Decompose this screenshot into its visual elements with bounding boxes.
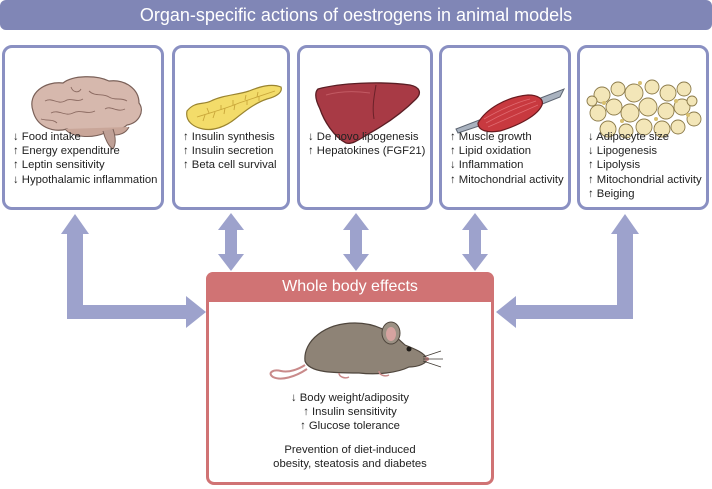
adipose-effect: ↑ Lipolysis (588, 159, 641, 172)
adipose-effect: ↑ Mitochondrial activity (588, 173, 702, 186)
diagram-title: Organ-specific actions of oestrogens in … (0, 0, 712, 30)
muscle-effect: ↑ Mitochondrial activity (450, 173, 564, 186)
muscle-effect: ↓ Inflammation (450, 159, 524, 172)
adipose-tissue-icon (586, 79, 702, 139)
brain-panel: ↓ Food intake ↑ Energy expenditure ↑ Lep… (2, 45, 164, 210)
brain-effect: ↑ Leptin sensitivity (13, 159, 105, 172)
pancreas-effect: ↑ Insulin secretion (183, 145, 274, 158)
muscle-whole-body-arrow (462, 213, 488, 271)
brain-effect: ↓ Food intake (13, 131, 81, 143)
liver-whole-body-arrow (343, 213, 369, 271)
liver-panel: ↓ De novo lipogenesis ↑ Hepatokines (FGF… (297, 45, 433, 210)
liver-effect: ↓ De novo lipogenesis (308, 131, 419, 143)
pancreas-whole-body-arrow (218, 213, 244, 271)
whole-body-effect: ↑ Insulin sensitivity (303, 406, 397, 418)
whole-body-title: Whole body effects (206, 272, 494, 302)
pancreas-panel: ↑ Insulin synthesis ↑ Insulin secretion … (172, 45, 290, 210)
pancreas-icon (186, 84, 282, 131)
adipose-whole-body-arrow (496, 234, 633, 328)
whole-body-effects: ↓ Body weight/adiposity ↑ Insulin sensit… (209, 391, 491, 433)
muscle-panel: ↑ Muscle growth ↑ Lipid oxidation ↓ Infl… (439, 45, 571, 210)
muscle-effect: ↑ Lipid oxidation (450, 145, 532, 158)
liver-icon (315, 82, 421, 145)
brain-effect: ↓ Hypothalamic inflammation (13, 173, 158, 186)
brain-whole-body-arrow (67, 234, 206, 328)
pancreas-effect: ↑ Beta cell survival (183, 159, 277, 172)
brain-icon (31, 76, 142, 150)
mouse-icon (269, 321, 443, 380)
muscle-icon (455, 88, 566, 134)
whole-body-conclusion: Prevention of diet-induced obesity, stea… (209, 443, 491, 471)
liver-effect: ↑ Hepatokines (FGF21) (308, 145, 426, 158)
adipose-effect: ↓ Lipogenesis (588, 145, 658, 158)
adipose-panel: ↓ Adipocyte size ↓ Lipogenesis ↑ Lipolys… (577, 45, 709, 210)
adipose-effect: ↓ Adipocyte size (588, 131, 670, 143)
muscle-effect: ↑ Muscle growth (450, 131, 532, 143)
pancreas-effect: ↑ Insulin synthesis (183, 131, 275, 143)
adipose-effect: ↑ Beiging (588, 187, 635, 200)
whole-body-panel: Whole body effects ↓ Body weight/adiposi… (206, 272, 494, 485)
brain-effect: ↑ Energy expenditure (13, 145, 120, 158)
whole-body-effect: ↓ Body weight/adiposity (290, 392, 410, 404)
conclusion-line: obesity, steatosis and diabetes (273, 458, 427, 470)
conclusion-line: Prevention of diet-induced (284, 444, 416, 456)
whole-body-effect: ↑ Glucose tolerance (300, 420, 400, 432)
